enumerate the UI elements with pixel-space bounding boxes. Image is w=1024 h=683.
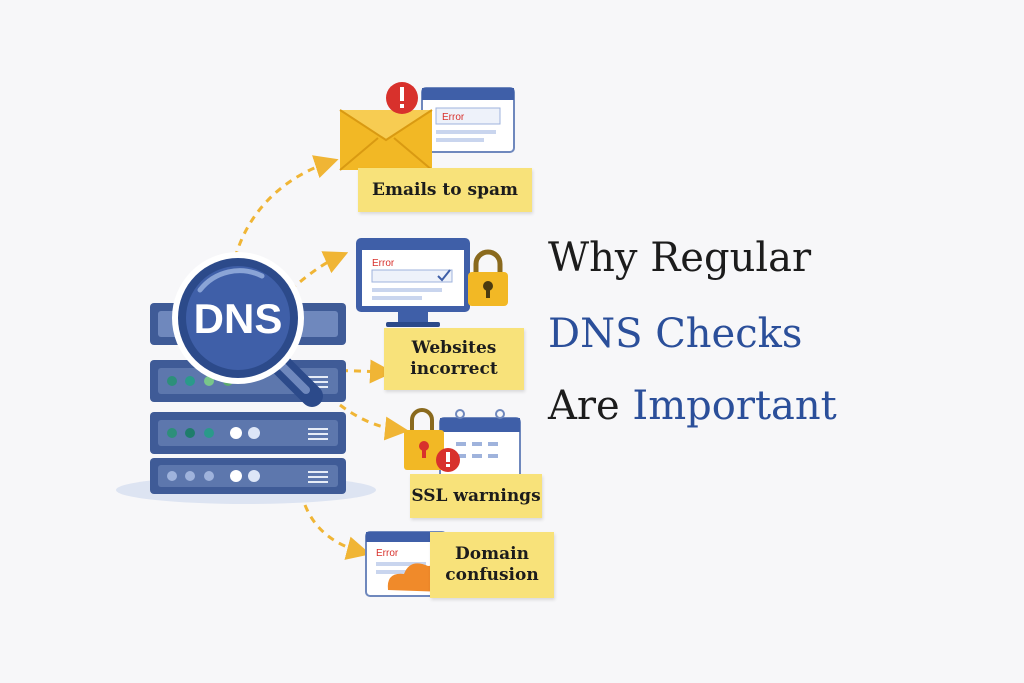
calendar-lock-icon: [404, 408, 521, 483]
arrow-to-websites-lower: [327, 359, 394, 384]
arrow-to-domain: [303, 504, 371, 560]
domain-error-text: Error: [376, 548, 399, 559]
envelope-error-icon: Error: [339, 82, 515, 171]
arrow-to-ssl: [339, 403, 409, 441]
issue-note-ssl: SSL warnings: [410, 474, 542, 518]
issue-note-websites: Websites incorrect: [384, 328, 524, 390]
dns-badge-label: DNS: [194, 295, 283, 342]
issue-note-domain: Domain confusion: [430, 532, 554, 598]
headline-line-2: DNS Checks: [548, 311, 803, 357]
headline-word-are: Are: [548, 383, 620, 429]
issue-note-emails: Emails to spam: [358, 168, 532, 212]
headline-line-3: Are Important: [548, 382, 837, 430]
website-error-text: Error: [372, 258, 395, 269]
headline-line-1: Why Regular: [548, 235, 812, 281]
email-error-text: Error: [442, 112, 465, 123]
magnifier-icon: DNS: [172, 252, 323, 407]
monitor-lock-icon: Error: [356, 238, 508, 327]
arrow-to-emails: [233, 155, 339, 259]
arrow-to-websites: [289, 251, 349, 292]
headline-word-important: Important: [632, 383, 837, 429]
